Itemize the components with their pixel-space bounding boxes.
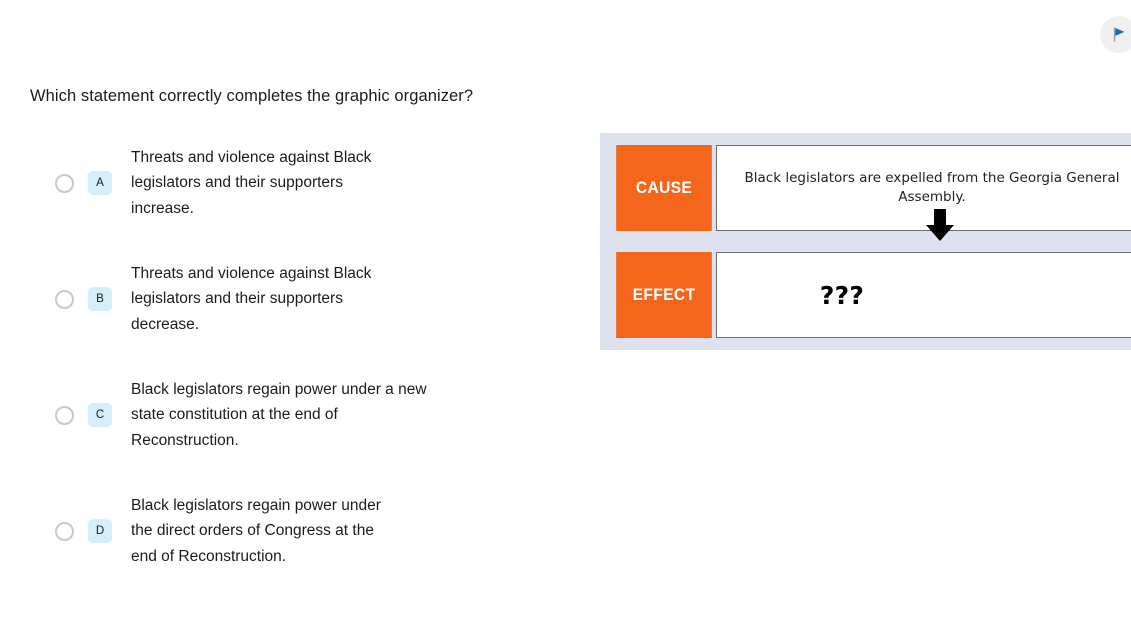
option-letter-d: D	[88, 519, 112, 543]
option-letter-b: B	[88, 287, 112, 311]
organizer-effect-row: EFFECT ???	[612, 252, 1131, 338]
organizer-cause-label: CAUSE	[616, 145, 712, 231]
option-text-a: Threats and violence against Black legis…	[131, 148, 372, 217]
graphic-organizer: CAUSE Black legislators are expelled fro…	[600, 133, 1131, 350]
option-letter-c: C	[88, 403, 112, 427]
radio-button-b[interactable]	[55, 289, 74, 309]
option-letter-a: A	[88, 171, 112, 195]
answer-option-b[interactable]: B Threats and violence against Black leg…	[30, 256, 570, 342]
organizer-effect-label: EFFECT	[616, 252, 712, 338]
answer-options-list: A Threats and violence against Black leg…	[30, 140, 570, 574]
flag-question-button[interactable]	[1100, 16, 1131, 53]
radio-button-c[interactable]	[55, 405, 74, 425]
option-text-b: Threats and violence against Black legis…	[131, 264, 372, 333]
answer-option-d[interactable]: D Black legislators regain power under t…	[30, 488, 570, 574]
organizer-cause-box: Black legislators are expelled from the …	[716, 145, 1131, 231]
option-text-d: Black legislators regain power under the…	[131, 496, 381, 565]
answer-option-c[interactable]: C Black legislators regain power under a…	[30, 372, 570, 458]
organizer-cause-text: Black legislators are expelled from the …	[744, 170, 1120, 205]
radio-button-a[interactable]	[55, 173, 74, 193]
organizer-effect-box: ???	[716, 252, 1131, 338]
flag-icon	[1109, 25, 1128, 44]
organizer-effect-text: ???	[819, 280, 865, 310]
answer-option-a[interactable]: A Threats and violence against Black leg…	[30, 140, 570, 226]
organizer-cause-row: CAUSE Black legislators are expelled fro…	[612, 145, 1131, 241]
page-title: Which statement correctly completes the …	[30, 87, 474, 105]
option-text-c: Black legislators regain power under a n…	[131, 380, 427, 449]
radio-button-d[interactable]	[55, 521, 74, 541]
